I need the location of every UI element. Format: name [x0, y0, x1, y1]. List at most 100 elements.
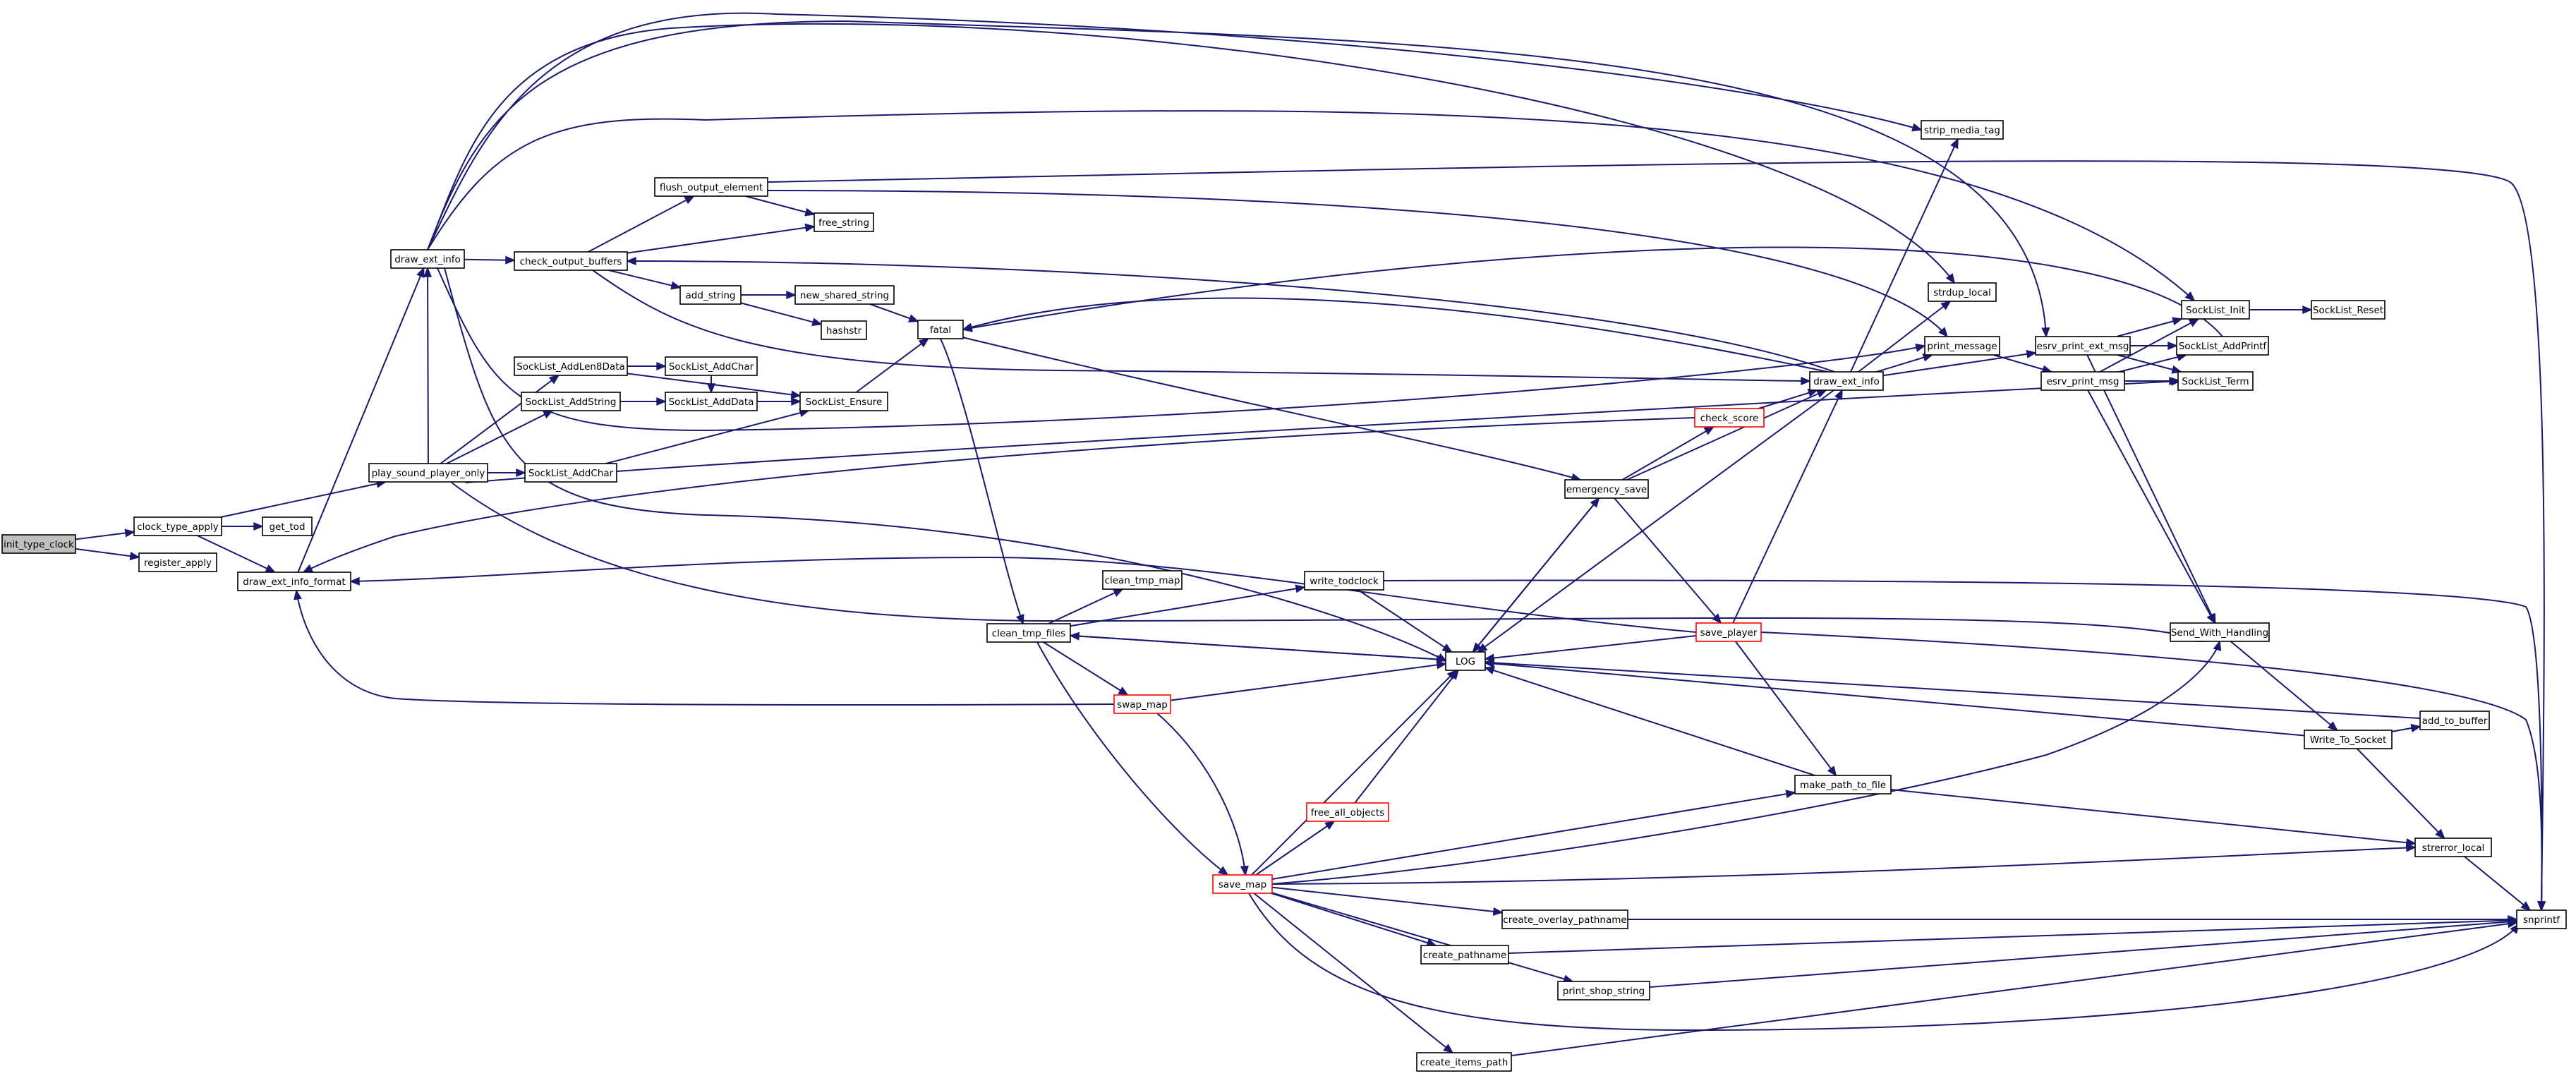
node-SockList_AddChar_bottom[interactable]: SockList_AddChar [524, 463, 617, 483]
edge-make_path_to_file-to-LOG [1484, 666, 1815, 776]
node-play_sound_player_only[interactable]: play_sound_player_only [368, 463, 488, 483]
edge-esrv_print_msg-to-SockList_Term [2124, 376, 2179, 386]
node-print_shop_string[interactable]: print_shop_string [1557, 981, 1650, 1001]
node-label: save_map [1219, 879, 1266, 890]
node-make_path_to_file[interactable]: make_path_to_file [1794, 775, 1892, 794]
node-emergency_save[interactable]: emergency_save [1564, 479, 1649, 499]
edge-print_message-to-esrv_print_msg [1993, 354, 2053, 374]
node-label: esrv_print_ext_msg [2037, 341, 2129, 352]
node-free_all_objects[interactable]: free_all_objects [1306, 802, 1389, 822]
edge-emergency_save-to-draw_ext_info_mid [1626, 389, 1827, 480]
node-flush_output_element[interactable]: flush_output_element [654, 177, 768, 197]
edge-swap_map-to-LOG [1170, 660, 1447, 701]
edge-add_string-to-new_shared_string [741, 290, 797, 300]
edge-create_items_path-to-snprintf [1511, 919, 2518, 1057]
edge-swap_map-to-draw_ext_info_format [294, 589, 1115, 706]
node-draw_ext_info_format[interactable]: draw_ext_info_format [237, 572, 351, 591]
edge-draw_ext_info_format-to-draw_ext_info_left [297, 267, 425, 573]
node-check_score[interactable]: check_score [1694, 408, 1765, 428]
edge-SockList_AddString-to-SockList_AddData [620, 397, 667, 406]
node-SockList_AddData[interactable]: SockList_AddData [665, 392, 758, 411]
node-hashstr[interactable]: hashstr [821, 320, 867, 340]
node-free_string[interactable]: free_string [814, 212, 874, 232]
node-snprintf[interactable]: snprintf [2516, 909, 2567, 929]
node-clean_tmp_map[interactable]: clean_tmp_map [1102, 570, 1183, 590]
node-save_map[interactable]: save_map [1212, 874, 1273, 894]
node-label: strip_media_tag [1924, 125, 2000, 136]
node-strerror_local[interactable]: strerror_local [2414, 838, 2492, 857]
edge-draw_ext_info_left-to-SockList_Init [427, 110, 2196, 302]
node-label: check_score [1700, 413, 1759, 424]
node-create_pathname[interactable]: create_pathname [1420, 945, 1509, 965]
node-print_message[interactable]: print_message [1924, 336, 2000, 356]
node-SockList_Term[interactable]: SockList_Term [2177, 371, 2254, 391]
node-label: SockList_AddChar [528, 468, 614, 479]
edge-check_output_buffers-to-draw_ext_info_mid [592, 270, 1811, 386]
node-esrv_print_msg[interactable]: esrv_print_msg [2040, 371, 2125, 391]
node-label: SockList_Ensure [806, 397, 883, 408]
node-clock_type_apply[interactable]: clock_type_apply [133, 516, 222, 536]
edge-flush_output_element-to-print_message [767, 190, 1949, 338]
node-register_apply[interactable]: register_apply [138, 552, 217, 572]
edge-draw_ext_info_left-to-print_message [437, 267, 1926, 432]
edge-add_string-to-hashstr [740, 302, 823, 327]
edge-save_map-to-strerror_local [1271, 843, 2417, 885]
edge-print_shop_string-to-snprintf [1649, 917, 2518, 989]
node-SockList_AddPrintf[interactable]: SockList_AddPrintf [2176, 336, 2269, 356]
node-label: Write_To_Socket [2310, 735, 2387, 746]
edge-check_output_buffers-to-flush_output_element [588, 195, 695, 253]
node-label: clean_tmp_files [992, 628, 1065, 639]
node-new_shared_string[interactable]: new_shared_string [794, 285, 895, 305]
edge-save_player-to-draw_ext_info_format [349, 556, 1697, 633]
edge-free_all_objects-to-LOG [1354, 669, 1459, 804]
edge-new_shared_string-to-fatal [869, 303, 919, 322]
edge-play_sound_player_only-to-SockList_AddChar_bottom [488, 468, 526, 478]
node-init_type_clock[interactable]: init_type_clock [1, 534, 76, 554]
edge-esrv_print_msg-to-Send_With_Handling [2087, 389, 2215, 624]
node-fatal[interactable]: fatal [917, 320, 964, 339]
node-label: SockList_Term [2182, 376, 2249, 387]
node-draw_ext_info_left[interactable]: draw_ext_info [390, 249, 465, 269]
node-label: snprintf [2523, 914, 2560, 926]
node-esrv_print_ext_msg[interactable]: esrv_print_ext_msg [2035, 336, 2131, 356]
node-label: LOG [1456, 656, 1475, 667]
node-create_overlay_pathname[interactable]: create_overlay_pathname [1501, 909, 1628, 929]
edge-SockList_Init-to-SockList_Reset [2249, 305, 2313, 315]
node-check_output_buffers[interactable]: check_output_buffers [514, 251, 628, 271]
node-label: free_all_objects [1311, 807, 1385, 818]
node-swap_map[interactable]: swap_map [1113, 694, 1171, 714]
node-strdup_local[interactable]: strdup_local [1928, 282, 1997, 302]
node-add_to_buffer[interactable]: add_to_buffer [2419, 711, 2490, 730]
node-Send_With_Handling[interactable]: Send_With_Handling [2170, 622, 2270, 642]
edge-draw_ext_info_mid-to-LOG [1477, 389, 1834, 653]
node-strip_media_tag[interactable]: strip_media_tag [1921, 120, 2004, 140]
edge-play_sound_player_only-to-Send_With_Handling [451, 482, 2206, 642]
node-SockList_AddChar_top[interactable]: SockList_AddChar [665, 356, 758, 376]
node-save_player[interactable]: save_player [1695, 622, 1762, 642]
edge-flush_output_element-to-snprintf [767, 160, 2546, 912]
node-label: create_pathname [1423, 950, 1507, 961]
edge-draw_ext_info_left-to-strip_media_tag [427, 12, 1923, 250]
node-create_items_path[interactable]: create_items_path [1416, 1052, 1512, 1072]
node-label: flush_output_element [660, 182, 763, 193]
edge-LOG-to-clean_tmp_files [1069, 631, 1446, 661]
node-label: init_type_clock [4, 539, 74, 550]
node-SockList_AddString[interactable]: SockList_AddString [521, 392, 621, 411]
node-SockList_AddLen8Data[interactable]: SockList_AddLen8Data [514, 356, 628, 376]
edge-clean_tmp_files-to-swap_map [1043, 641, 1129, 696]
node-get_tod[interactable]: get_tod [262, 516, 313, 536]
node-SockList_Init[interactable]: SockList_Init [2181, 300, 2250, 320]
node-label: write_todclock [1310, 576, 1379, 587]
node-clean_tmp_files[interactable]: clean_tmp_files [986, 623, 1071, 643]
node-label: SockList_AddPrintf [2179, 341, 2268, 352]
node-Write_To_Socket[interactable]: Write_To_Socket [2304, 730, 2393, 749]
node-SockList_Reset[interactable]: SockList_Reset [2311, 300, 2385, 320]
node-SockList_Ensure[interactable]: SockList_Ensure [799, 392, 888, 411]
node-LOG[interactable]: LOG [1445, 651, 1486, 671]
node-label: fatal [930, 325, 951, 336]
edge-add_to_buffer-to-LOG [1484, 658, 2421, 720]
node-label: strerror_local [2422, 842, 2484, 854]
node-add_string[interactable]: add_string [679, 285, 742, 305]
node-write_todclock[interactable]: write_todclock [1304, 571, 1384, 591]
node-draw_ext_info_mid[interactable]: draw_ext_info [1809, 371, 1884, 391]
